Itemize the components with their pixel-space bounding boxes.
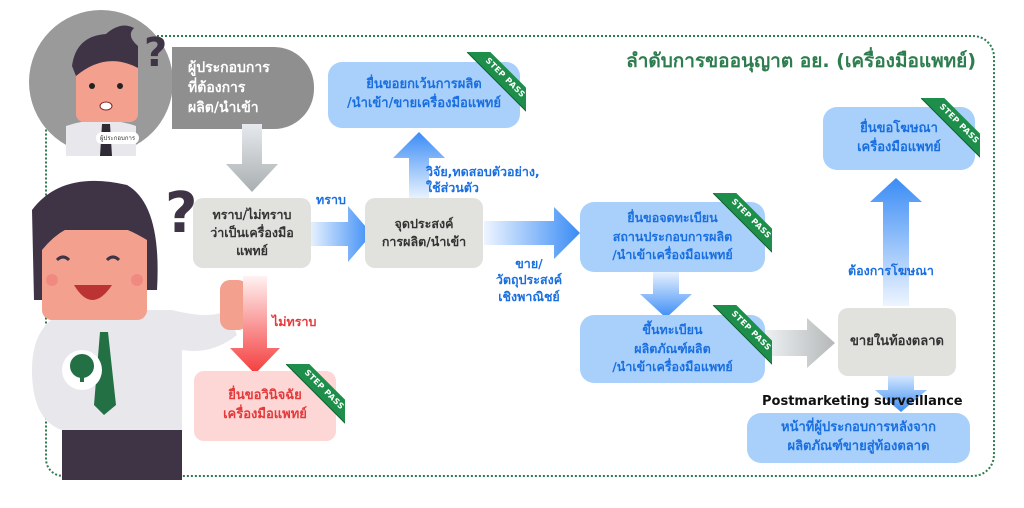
arrow-down-icon (875, 370, 927, 412)
step-pass-badge: STEP PASS (466, 52, 526, 112)
operator-box: ผู้ประกอบการที่ต้องการผลิต/นำเข้า (172, 47, 314, 129)
postmarketing-heading: Postmarketing surveillance (762, 394, 963, 409)
advertise-box: ยื่นขอโฆษณาเครื่องมือแพทย์ (823, 107, 975, 170)
arrow-down-icon (640, 270, 692, 318)
officer-character-icon (32, 180, 248, 480)
arrow-down-red-icon (230, 276, 280, 374)
label-commercial: ขาย/วัตถุประสงค์เชิงพาณิชย์ (495, 256, 563, 304)
step-pass-badge: STEP PASS (712, 305, 772, 365)
arrow-right-icon (765, 318, 835, 368)
arrow-up-icon (393, 132, 445, 200)
avatar-caption: ผู้ประกอบการ (96, 132, 140, 144)
svg-text:?: ? (144, 30, 167, 76)
arrow-right-icon (484, 207, 580, 259)
arrow-right-icon (308, 206, 372, 262)
label-not-know: ไม่ทราบ (272, 314, 317, 329)
diagram-title: ลำดับการขออนุญาต อย. (เครื่องมือแพทย์) (626, 50, 976, 72)
purpose-box: จุดประสงค์การผลิต/นำเข้า (365, 198, 483, 268)
market-sale-box: ขายในท้องตลาด (838, 308, 956, 376)
label-advertise: ต้องการโฆษณา (848, 263, 934, 278)
step-pass-badge: STEP PASS (285, 364, 345, 424)
step-pass-badge: STEP PASS (712, 193, 772, 253)
postmarketing-box: หน้าที่ผู้ประกอบการหลังจากผลิตภัณฑ์ขายสู… (747, 413, 970, 463)
arrow-down-icon (226, 124, 278, 192)
question-mark-icon: ? (165, 182, 197, 242)
know-device-box: ทราบ/ไม่ทราบว่าเป็นเครื่องมือแพทย์ (193, 198, 311, 268)
step-pass-badge: STEP PASS (920, 98, 980, 158)
label-research: วิจัย,ทดสอบตัวอย่าง,ใช้ส่วนตัว (426, 164, 540, 196)
svg-text:?: ? (165, 182, 197, 242)
label-know: ทราบ (316, 192, 346, 207)
arrow-up-icon (870, 178, 922, 306)
